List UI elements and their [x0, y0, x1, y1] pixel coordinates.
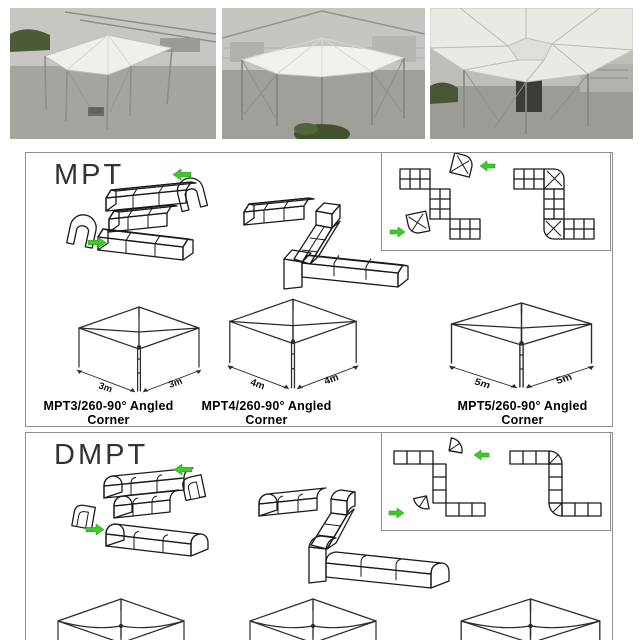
plan-assembled	[513, 168, 595, 240]
hedge	[10, 29, 50, 52]
green-arrow-icon	[172, 168, 192, 181]
dome-run-top	[258, 487, 327, 517]
red-quarter-corner-piece	[413, 495, 430, 510]
module-grid	[509, 450, 602, 517]
tent-run-bottom	[301, 254, 409, 288]
red-corner-piece	[543, 218, 565, 240]
mpt-plan-diagram	[389, 153, 595, 240]
red-quarter-corner-piece	[448, 437, 463, 454]
module-grid	[393, 450, 486, 517]
dim-left-label: 4m	[249, 377, 266, 392]
hedge	[430, 82, 458, 104]
red-dome-corner-connector	[182, 474, 207, 502]
green-arrow-icon	[388, 507, 405, 519]
tent-frame	[57, 598, 185, 640]
photo-angled-corner-tent	[10, 8, 216, 139]
red-quarter-corner-piece	[548, 450, 563, 465]
mpt4-product-label: MPT4/260-90° Angled Corner	[201, 399, 332, 427]
tent-frame	[78, 306, 200, 392]
green-arrow-icon	[85, 523, 105, 536]
dim-left-label: 5m	[473, 377, 492, 391]
red-corner-section	[308, 535, 337, 584]
dmpt-title: DMPT	[54, 439, 149, 471]
dome-run-bottom	[325, 551, 450, 589]
mpt-title: MPT	[54, 159, 125, 191]
dmpt-exploded-assembly-diagram	[71, 463, 209, 557]
photo-tent-roof-underside	[430, 8, 633, 139]
mpt3-product-label: MPT3/260-90° Angled Corner	[43, 399, 174, 427]
tent-run-top	[243, 197, 315, 226]
mpt-assembled-s-shape-diagram	[243, 197, 409, 290]
plan-assembled	[509, 450, 602, 517]
mpt3-wireframe-drawing: 3m 3m	[76, 306, 202, 396]
green-arrow-icon	[473, 449, 490, 461]
mpt-plan-inset	[381, 153, 611, 251]
dimension-lines: 3m 3m	[76, 369, 202, 396]
dim-right-label: 4m	[323, 372, 340, 387]
photo-angled-corner-tent-image	[10, 8, 216, 139]
module-grid	[399, 168, 481, 240]
photo-hexagonal-tent-frame	[222, 8, 425, 139]
roof-underside	[430, 8, 633, 83]
dmpt-wireframe-drawing-2	[249, 598, 377, 640]
mpt-exploded-assembly-diagram	[66, 168, 209, 261]
mpt4-wireframe-drawing: 4m 4m	[227, 298, 359, 392]
plan-exploded	[389, 153, 496, 240]
tent-structure	[43, 34, 174, 130]
red-corner-connector	[66, 214, 97, 249]
red-corner-piece	[543, 168, 565, 190]
dmpt-wireframe-drawing-1	[57, 598, 185, 640]
mpt5-product-label: MPT5/260-90° Angled Corner	[457, 399, 588, 427]
red-corner-section	[283, 249, 312, 290]
dimension-lines: 5m 5m	[448, 365, 595, 391]
tent-frame	[450, 302, 593, 388]
dmpt-assembled-s-shape-diagram	[258, 487, 450, 589]
dim-left-label: 3m	[97, 380, 114, 395]
dome-run-bottom	[105, 523, 209, 557]
green-arrow-icon	[479, 160, 496, 172]
dim-right-label: 5m	[555, 372, 574, 386]
photo-hexagonal-tent-image	[222, 8, 425, 139]
dim-right-label: 3m	[167, 376, 184, 391]
tent-frame	[249, 598, 377, 640]
dmpt-plan-inset	[381, 433, 611, 531]
red-quarter-corner-piece	[548, 502, 563, 517]
mpt5-wireframe-drawing: 5m 5m	[448, 302, 595, 391]
tent-structure	[240, 37, 406, 130]
red-dome-corner-connector	[71, 504, 96, 530]
dmpt-wireframe-drawing-3	[460, 598, 601, 640]
red-corner-connector	[176, 177, 209, 213]
red-corner-piece	[449, 153, 473, 178]
tent-legs	[463, 69, 589, 134]
tent-run-middle	[108, 204, 178, 233]
green-arrow-icon	[389, 226, 406, 238]
tent-run-bottom	[97, 228, 194, 261]
dome-run-middle	[113, 489, 180, 519]
dmpt-section: DMPT	[25, 432, 613, 640]
plan-exploded	[388, 437, 490, 519]
mpt-section: MPT	[25, 152, 613, 427]
dimension-lines: 4m 4m	[227, 365, 359, 392]
tent-frame	[460, 598, 601, 640]
green-arrow-icon	[87, 236, 107, 249]
red-corner-piece	[405, 210, 431, 234]
green-arrow-icon	[173, 463, 193, 476]
dome-run-diagonal	[310, 508, 355, 550]
dmpt-plan-diagram	[388, 437, 602, 519]
photo-roof-underside-image	[430, 8, 633, 139]
tent-frame	[229, 298, 357, 389]
